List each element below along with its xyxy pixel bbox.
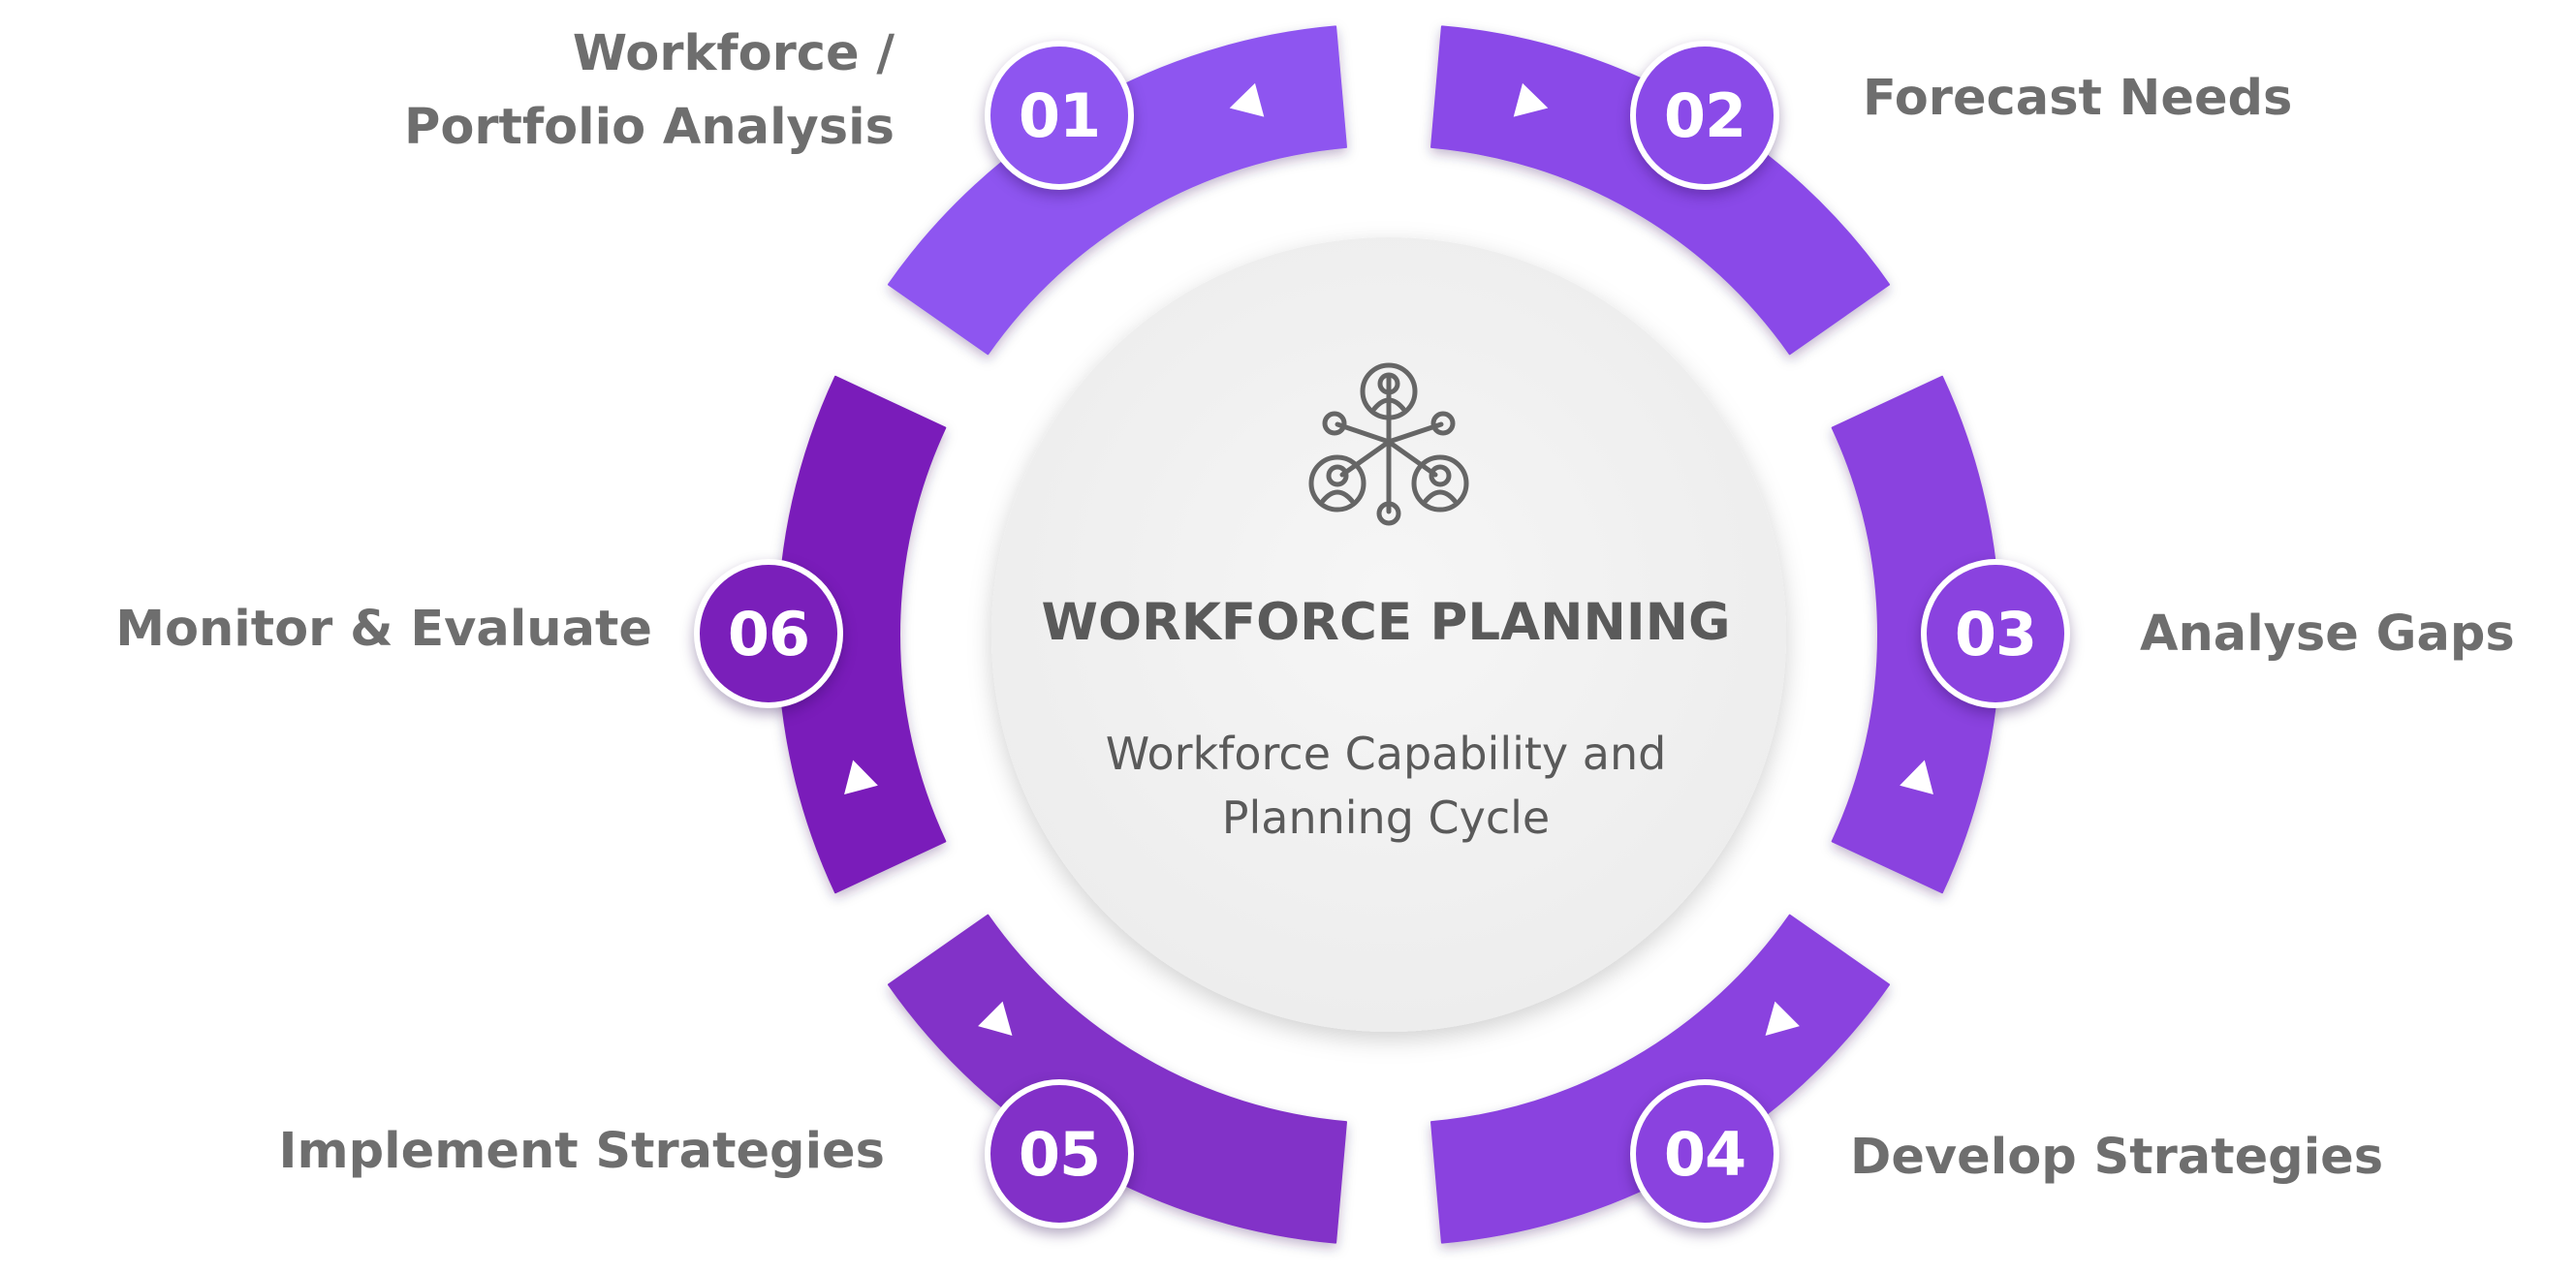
- subtitle-line: Workforce Capability and: [1105, 728, 1667, 780]
- step-label-line: Portfolio Analysis: [403, 99, 895, 156]
- step-4-label: Develop Strategies: [1850, 1121, 2383, 1195]
- arrow-icon: [1900, 760, 1933, 795]
- step-label-line: Analyse Gaps: [2140, 606, 2515, 663]
- arrow-icon: [1513, 82, 1549, 117]
- step-2-label: Forecast Needs: [1863, 62, 2292, 136]
- network-people-icon: [1308, 362, 1469, 526]
- step-label-line: Monitor & Evaluate: [115, 601, 652, 658]
- center-disc: [991, 237, 1786, 1032]
- cycle-segment-03: [1831, 375, 2000, 894]
- step-4-badge: 04: [1630, 1079, 1779, 1228]
- subtitle-line: Planning Cycle: [1221, 792, 1551, 844]
- step-label-line: Implement Strategies: [278, 1123, 885, 1180]
- step-3-label: Analyse Gaps: [2140, 598, 2515, 671]
- step-label-line: Workforce /: [572, 25, 895, 82]
- step-1-badge: 01: [985, 41, 1134, 190]
- step-3-badge: 03: [1921, 559, 2070, 708]
- arrow-icon: [1765, 1001, 1800, 1037]
- cycle-segment-05: [887, 914, 1347, 1244]
- step-2-badge: 02: [1630, 41, 1779, 190]
- step-6-label: Monitor & Evaluate: [115, 593, 652, 667]
- diagram-title: WORKFORCE PLANNING: [1041, 593, 1731, 652]
- cycle-segment-04: [1430, 914, 1891, 1244]
- arrow-icon: [978, 1001, 1013, 1037]
- arrow-icon: [844, 760, 878, 795]
- diagram-subtitle: Workforce Capability and Planning Cycle: [1047, 722, 1725, 850]
- step-label-line: Forecast Needs: [1863, 70, 2293, 127]
- cycle-segment-06: [777, 375, 947, 894]
- step-5-label: Implement Strategies: [279, 1115, 885, 1189]
- step-1-label: Workforce / Portfolio Analysis: [404, 17, 895, 165]
- step-label-line: Develop Strategies: [1850, 1129, 2384, 1186]
- step-5-badge: 05: [985, 1079, 1134, 1228]
- arrow-icon: [1229, 82, 1265, 117]
- step-6-badge: 06: [694, 559, 843, 708]
